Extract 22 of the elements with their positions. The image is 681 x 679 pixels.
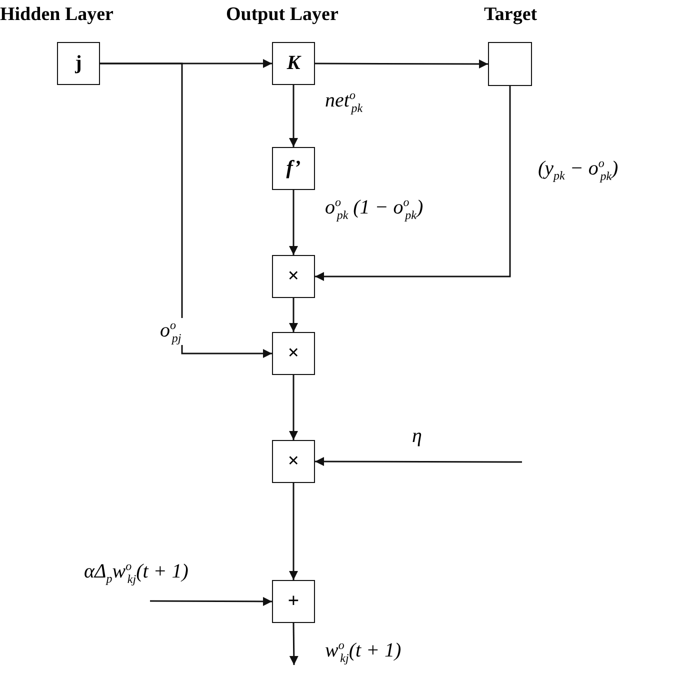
adder-box: +: [272, 580, 315, 623]
column-heading: Hidden Layer: [0, 4, 114, 26]
column-heading: Target: [484, 4, 538, 26]
multiplier-box: ×: [272, 332, 315, 375]
arrow: [289, 623, 298, 665]
arrow: [289, 483, 298, 580]
neuron-box: K: [272, 42, 315, 85]
arrow: [100, 62, 272, 358]
neuron-box: j: [57, 42, 100, 85]
target-box: [488, 42, 532, 86]
arrow: [289, 190, 298, 255]
arrow: [289, 85, 298, 147]
arrow: [150, 596, 272, 606]
multiplier-box: ×: [272, 440, 315, 483]
derivative-box: f’: [272, 147, 315, 190]
arrow: [289, 375, 298, 440]
arrow: [315, 59, 488, 68]
arrow: [315, 86, 511, 281]
arrow: [289, 298, 298, 332]
multiplier-box: ×: [272, 255, 315, 298]
arrow: [315, 457, 522, 466]
column-heading: Output Layer: [226, 4, 338, 26]
